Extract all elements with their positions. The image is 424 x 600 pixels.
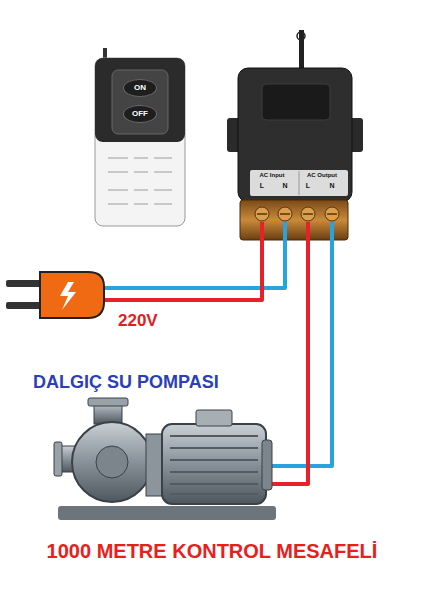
lightning-symbol [60, 282, 76, 310]
relay-antenna [299, 30, 304, 70]
terminal-pin: N [282, 182, 287, 190]
remote-grooves [108, 158, 172, 204]
output-live-wire [268, 222, 308, 484]
motor-end-cap [262, 440, 272, 490]
input-live-wire [100, 222, 262, 300]
terminal-screws [255, 207, 339, 221]
terminal-pin: N [329, 182, 334, 190]
caption: 1000 METRE KONTROL MESAFELİ [47, 540, 378, 562]
plug-prong [6, 302, 42, 309]
plug-body [40, 272, 104, 318]
off-button: OFF [123, 105, 157, 123]
on-button: ON [123, 79, 157, 97]
terminal-pin: L [306, 182, 310, 190]
terminal-label: AC Output [307, 172, 337, 179]
pump-head [72, 422, 152, 502]
remote-body [95, 58, 185, 226]
terminal-pin: L [260, 182, 264, 190]
remote-control [95, 48, 185, 226]
voltage-label: 220V [118, 312, 158, 331]
terminal-box [196, 410, 232, 426]
relay-body [238, 68, 352, 202]
relay-window [262, 84, 330, 120]
motor-fins [170, 436, 258, 494]
button-label: OFF [124, 110, 156, 118]
button-label: ON [124, 84, 156, 92]
pump-title: DALGIÇ SU POMPASI [33, 373, 219, 393]
pump-base [58, 506, 276, 520]
terminal-label: AC Input [260, 172, 285, 179]
water-pump [54, 398, 276, 520]
input-neutral-wire [100, 222, 285, 288]
pump-motor [162, 424, 266, 504]
terminal-label-strip [250, 170, 348, 196]
button-panel [112, 70, 168, 134]
remote-top [95, 58, 185, 142]
power-plug [6, 272, 104, 318]
relay-module [227, 30, 363, 240]
output-neutral-wire [268, 222, 332, 466]
plug-prong [6, 280, 42, 287]
